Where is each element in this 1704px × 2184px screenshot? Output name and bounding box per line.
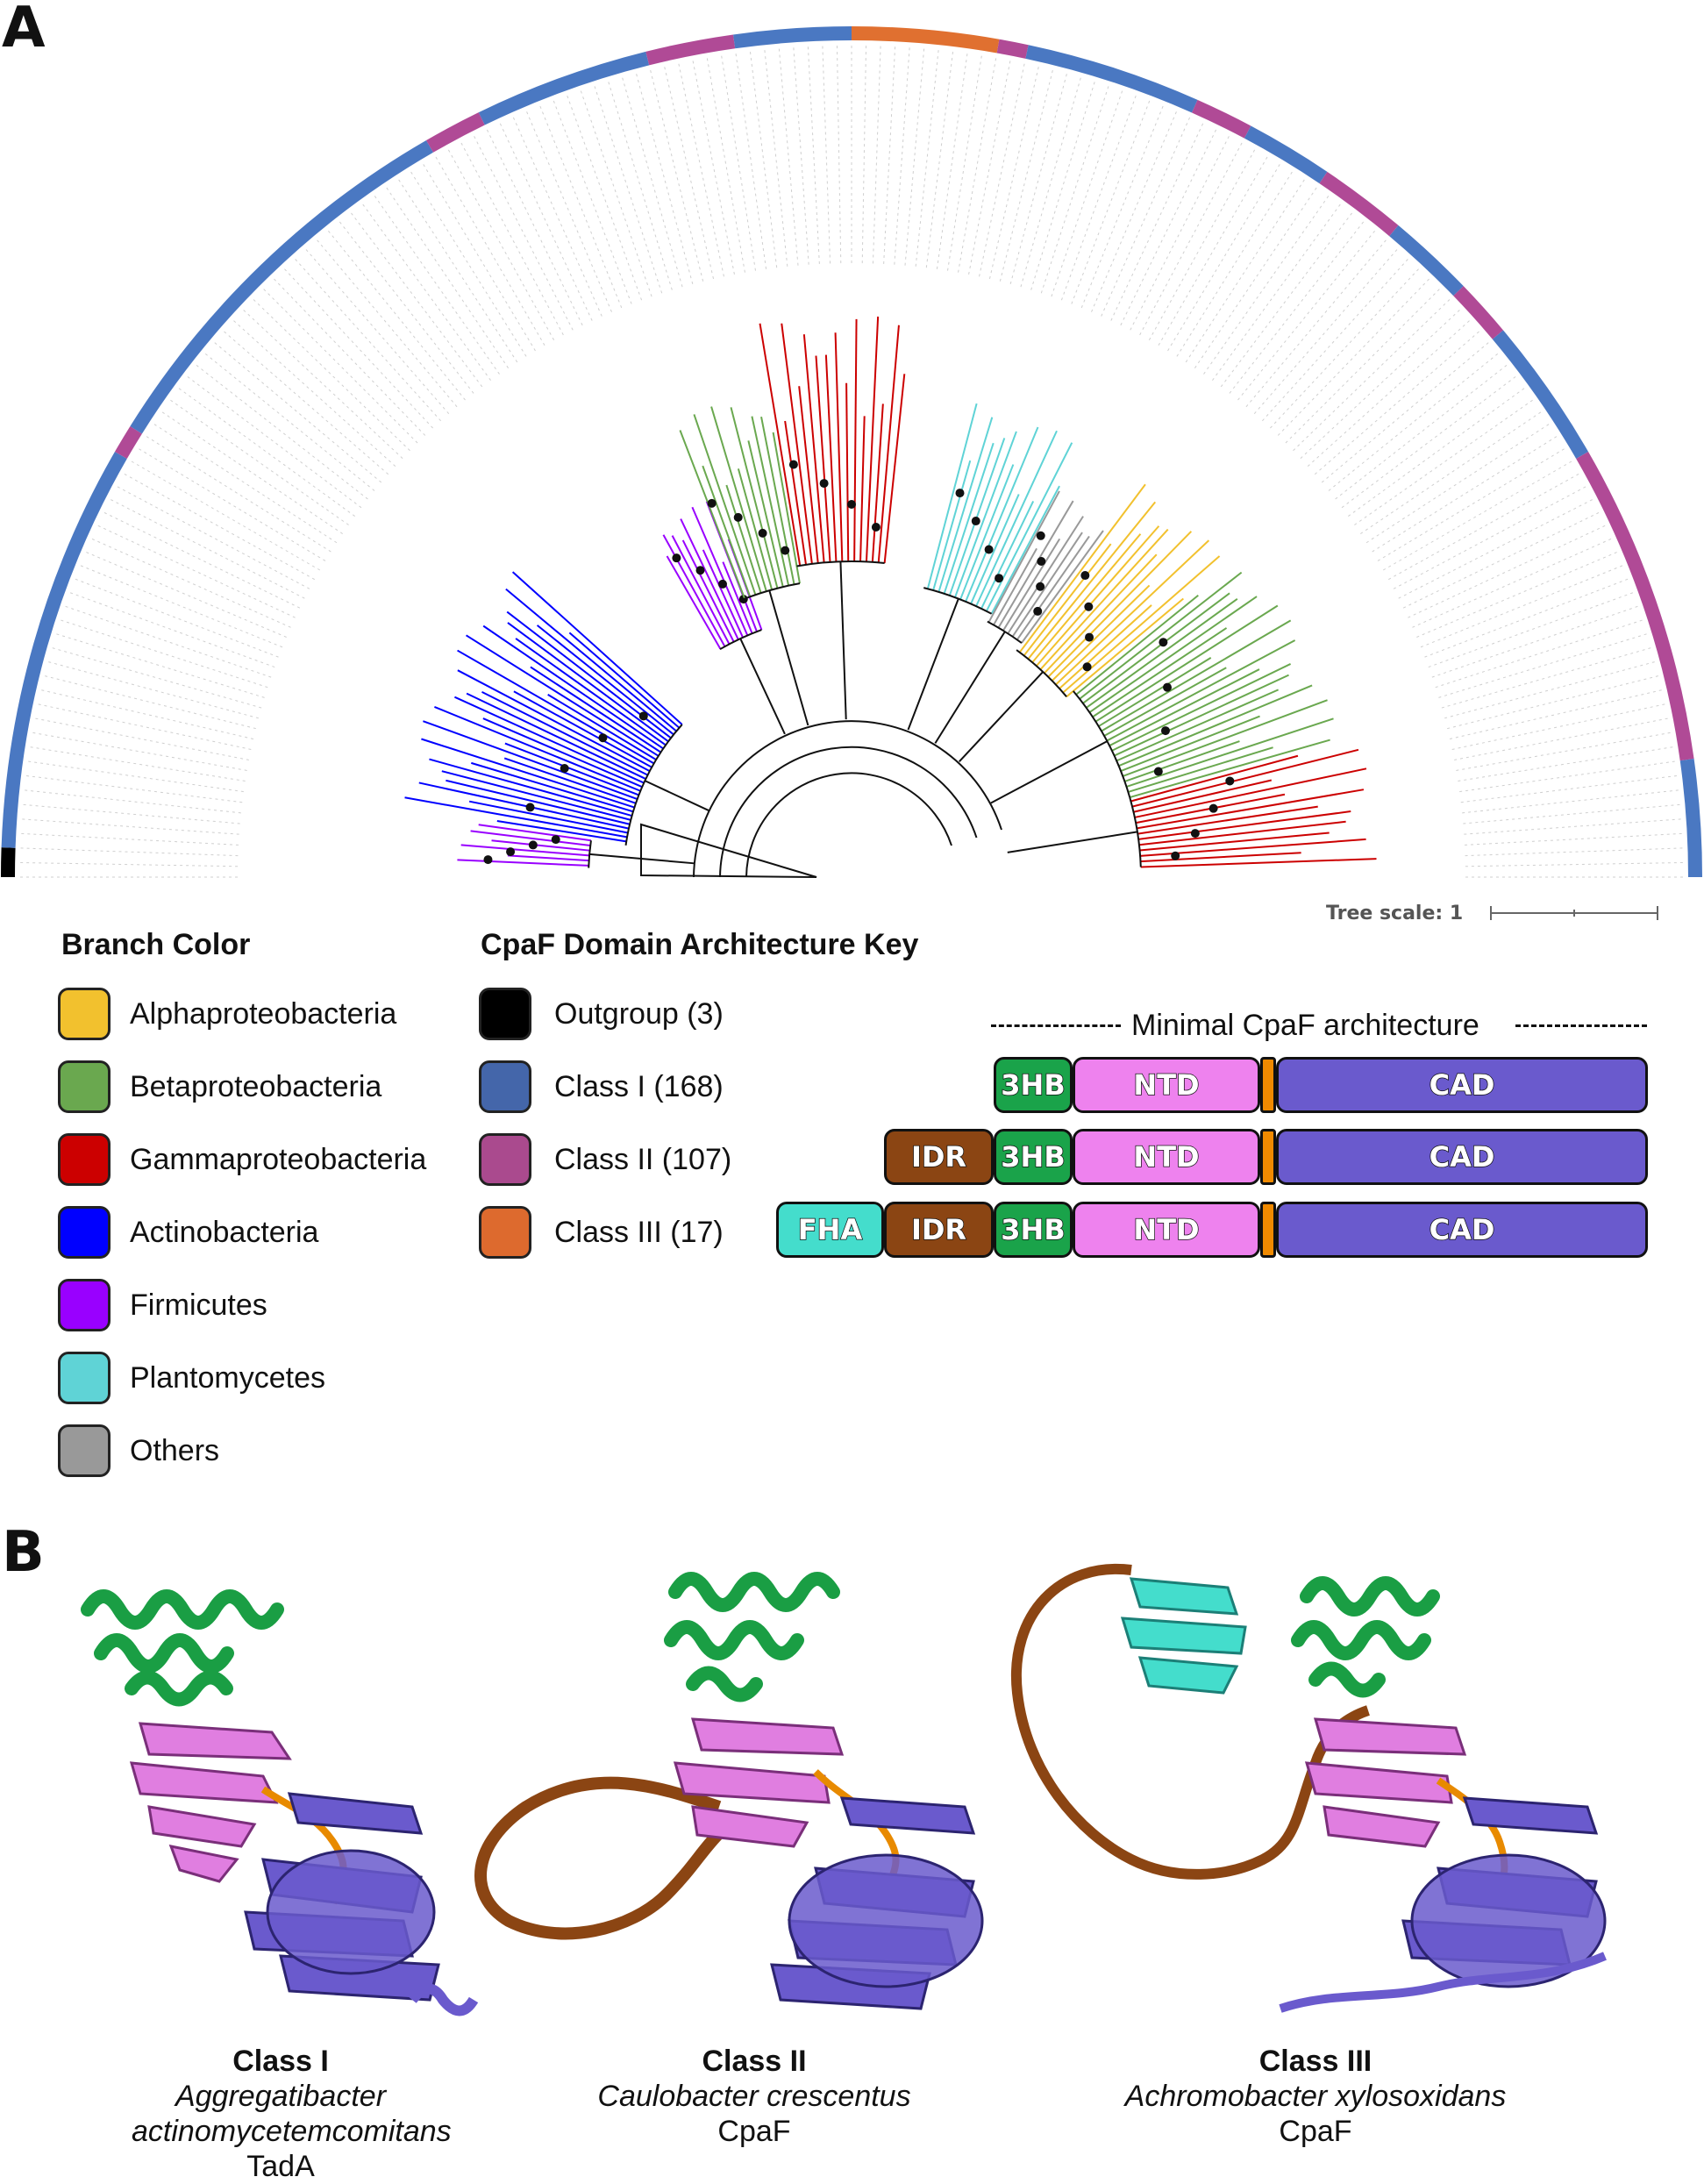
legend-swatch [479, 1206, 531, 1259]
domain-cad: CAD [1276, 1202, 1648, 1258]
panel-label-b: B [2, 1520, 45, 1585]
domain-linker [1260, 1057, 1276, 1113]
legend-swatch [58, 1133, 111, 1186]
caption-class2: Class II Caulobacter crescentus CpaF [544, 2044, 965, 2149]
legend-swatch [58, 1352, 111, 1404]
legend-label: Class I (168) [554, 1070, 724, 1103]
class-ring [1, 26, 1702, 878]
legend-label: Plantomycetes [130, 1361, 325, 1395]
leaf-guide-lines [18, 44, 1685, 878]
caption-species: Achromobacter xylosoxidans [1124, 2080, 1507, 2113]
minimal-architecture-label: Minimal CpaF architecture [1131, 1009, 1479, 1042]
domain-3hb: 3HB [994, 1057, 1073, 1113]
helix-bundle-3hb [664, 1572, 840, 1702]
domain-ntd: NTD [1073, 1129, 1260, 1185]
cad-fold [1279, 1796, 1607, 2013]
idr-loop [474, 1776, 724, 1940]
caption-species: Caulobacter crescentus [597, 2080, 911, 2113]
helix-bundle-3hb [1291, 1576, 1440, 1698]
ntd-fold [129, 1722, 292, 1883]
panel-label-a: A [2, 0, 46, 61]
domain-fha: FHA [776, 1202, 884, 1258]
domain-linker [1260, 1129, 1276, 1185]
legend-label: Gammaproteobacteria [130, 1143, 427, 1176]
domain-ntd: NTD [1073, 1057, 1260, 1113]
cad-fold [770, 1796, 984, 2010]
legend-label: Outgroup (3) [554, 997, 724, 1031]
legend-swatch [479, 988, 531, 1040]
domain-ntd: NTD [1073, 1202, 1260, 1258]
domain-3hb: 3HB [994, 1129, 1073, 1185]
caption-title: Class I [232, 2045, 329, 2078]
structure-class1 [81, 1589, 479, 2016]
caption-species: Aggregatibacter actinomycetemcomitans [132, 2080, 452, 2148]
protein-structures [81, 1563, 1607, 2016]
domain-cad: CAD [1276, 1129, 1648, 1185]
tree-scale-label: Tree scale: 1 [1326, 903, 1463, 924]
ntd-fold [673, 1717, 845, 1848]
caption-protein: TadA [246, 2150, 315, 2183]
legend-label: Firmicutes [130, 1288, 267, 1322]
legend-label: Alphaproteobacteria [130, 997, 397, 1031]
legend-swatch [479, 1060, 531, 1113]
legend-label: Class III (17) [554, 1216, 724, 1249]
caption-title: Class III [1258, 2045, 1372, 2078]
domain-cad: CAD [1276, 1057, 1648, 1113]
tree-branches [404, 316, 1377, 878]
tree-scale-bar: Tree scale: 1 [1326, 903, 1658, 924]
fha-domain [1120, 1577, 1247, 1695]
phylogenetic-tree: Tree scale: 1 [1, 26, 1702, 924]
legend-swatch [58, 988, 111, 1040]
dashed-rule-left [991, 1024, 1121, 1027]
legend-swatch [58, 1206, 111, 1259]
domain-key-title: CpaF Domain Architecture Key [481, 928, 919, 961]
domain-idr: IDR [884, 1202, 994, 1258]
cad-fold [244, 1792, 479, 2016]
legend-label: Class II (107) [554, 1143, 732, 1176]
legend-label: Actinobacteria [130, 1216, 319, 1249]
legend-label: Betaproteobacteria [130, 1070, 382, 1103]
legend-swatch [58, 1424, 111, 1477]
domain-linker [1260, 1202, 1276, 1258]
caption-protein: CpaF [717, 2115, 791, 2148]
domain-3hb: 3HB [994, 1202, 1073, 1258]
structure-class2 [474, 1572, 984, 2010]
ntd-fold [1304, 1717, 1467, 1848]
legend-swatch [58, 1279, 111, 1331]
legend-swatch [58, 1060, 111, 1113]
caption-protein: CpaF [1279, 2115, 1352, 2148]
domain-idr: IDR [884, 1129, 994, 1185]
caption-title: Class II [702, 2045, 807, 2078]
minimal-architecture-header: Minimal CpaF architecture [991, 1008, 1647, 1043]
legend-swatch [479, 1133, 531, 1186]
caption-class3: Class III Achromobacter xylosoxidans Cpa… [1087, 2044, 1544, 2149]
caption-class1: Class I Aggregatibacter actinomycetemcom… [79, 2044, 482, 2184]
legend-label: Others [130, 1434, 220, 1467]
branch-color-title: Branch Color [61, 928, 251, 961]
structure-class3 [1010, 1563, 1607, 2013]
dashed-rule-right [1515, 1024, 1647, 1027]
helix-bundle-3hb [81, 1589, 284, 1707]
